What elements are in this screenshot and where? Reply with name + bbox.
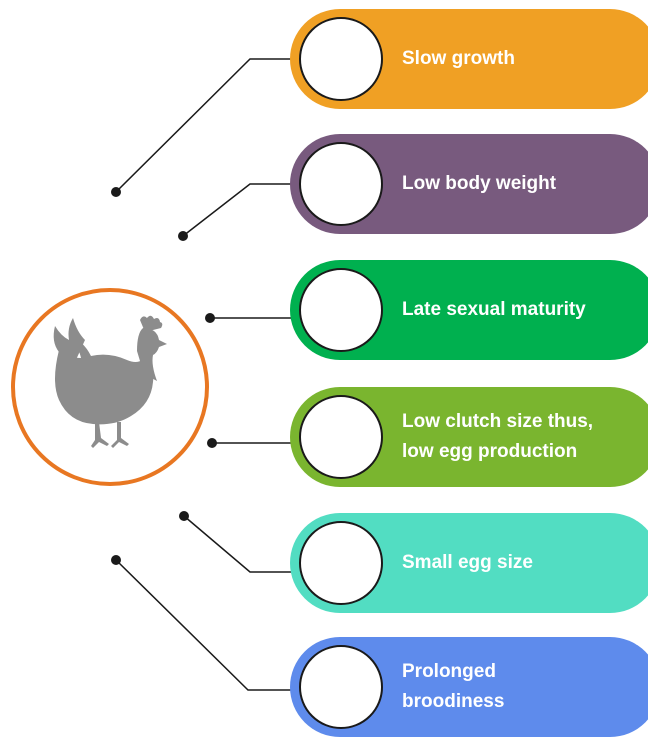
trait-label-6: Prolonged broodiness: [402, 661, 505, 712]
trait-label-5: Small egg size: [402, 552, 533, 573]
hen-silhouette-icon: [53, 315, 167, 448]
trait-circle-3: [299, 268, 383, 352]
trait-prolonged-broodiness: Prolonged broodiness: [290, 637, 648, 737]
connector-dot-1: [111, 187, 121, 197]
trait-label-3: Late sexual maturity: [402, 299, 586, 320]
trait-circle-4: [299, 395, 383, 479]
connector-dot-4: [207, 438, 217, 448]
connector-5: [183, 515, 300, 573]
connector-dot-3: [205, 313, 215, 323]
connector-2: [182, 183, 300, 237]
connector-1: [115, 58, 300, 193]
trait-circle-2: [299, 142, 383, 226]
trait-low-body-weight: Low body weight: [290, 134, 648, 234]
trait-label-1: Slow growth: [402, 48, 515, 69]
trait-circle-5: [299, 521, 383, 605]
trait-slow-growth: Slow growth: [290, 9, 648, 109]
trait-label-4: Low clutch size thus, low egg production: [402, 411, 594, 462]
trait-small-egg-size: Small egg size: [290, 513, 648, 613]
trait-label-2: Low body weight: [402, 173, 557, 194]
connector-dot-6: [111, 555, 121, 565]
connector-6: [115, 559, 300, 691]
trait-circle-1: [299, 17, 383, 101]
connector-dot-5: [179, 511, 189, 521]
connector-dot-2: [178, 231, 188, 241]
trait-low-clutch-size: Low clutch size thus, low egg production: [290, 387, 648, 487]
trait-late-sexual-maturity: Late sexual maturity: [290, 260, 648, 360]
trait-circle-6: [299, 645, 383, 729]
